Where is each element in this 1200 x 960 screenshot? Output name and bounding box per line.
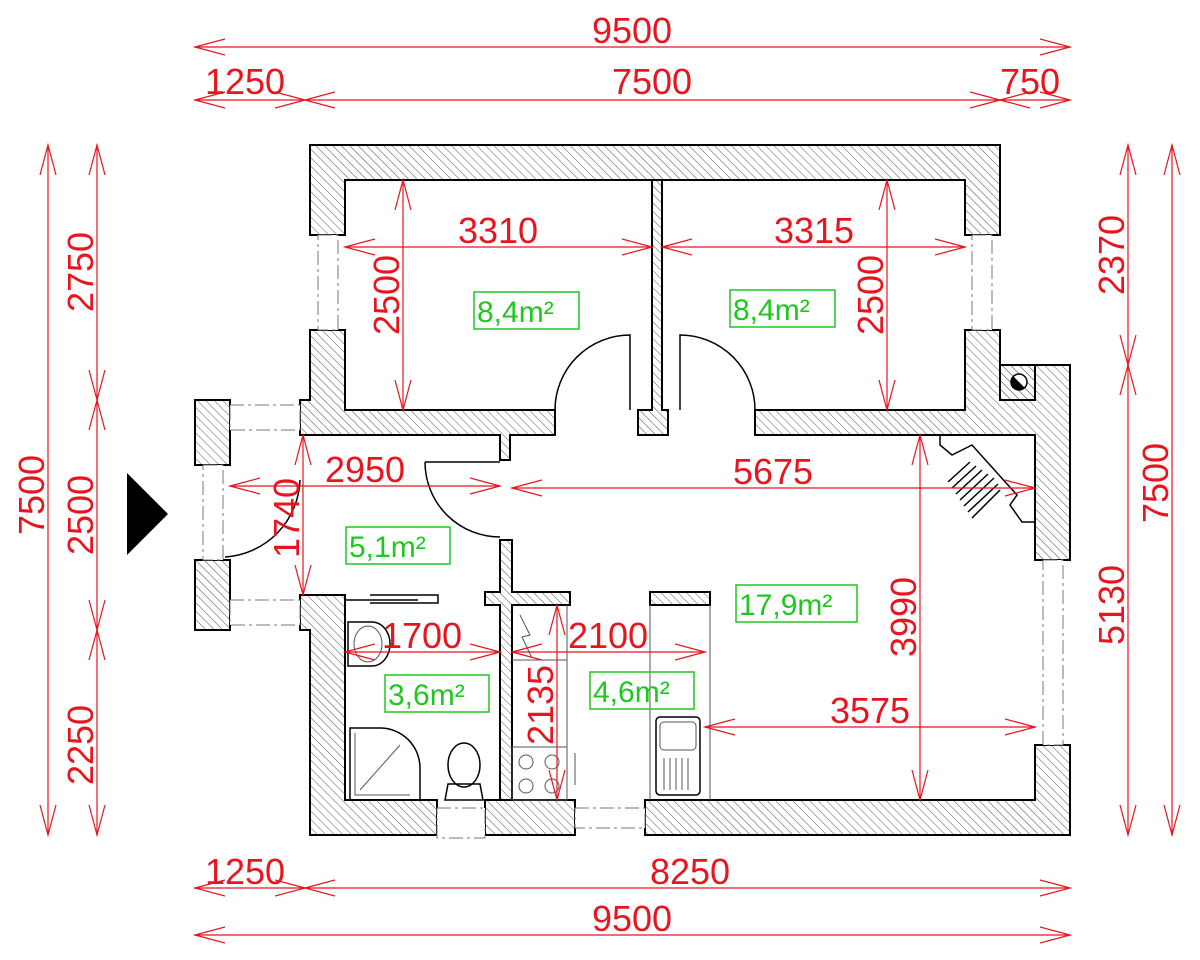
dim-room2-depth: 2500 (850, 255, 891, 335)
dim-room1-depth: 2500 (366, 255, 407, 335)
dim-top-total: 9500 (592, 10, 672, 51)
entry-side-top (229, 404, 301, 431)
window-bath (436, 807, 486, 839)
area-room2: 8,4m² (733, 294, 810, 327)
dim-living-depth: 3990 (883, 577, 924, 657)
chimney-vent-icon (1010, 373, 1028, 391)
dim-room1-width: 3310 (458, 210, 538, 251)
dim-living-width: 5675 (733, 451, 813, 492)
area-labels: 8,4m² 8,4m² 5,1m² 3,6m² 4,6m² 17,9m² (345, 289, 858, 713)
area-kitchen: 4,6m² (593, 676, 670, 709)
dim-kitchen-width: 2100 (568, 615, 648, 656)
area-bath: 3,6m² (388, 679, 465, 712)
dim-left-upper: 2750 (60, 232, 101, 312)
door-room2 (679, 334, 756, 411)
window-room2 (971, 234, 993, 331)
window-living (1042, 559, 1064, 746)
area-room1: 8,4m² (477, 296, 554, 329)
entry-block-top (194, 399, 231, 466)
shower-icon (349, 727, 421, 801)
dim-right-total: 7500 (1135, 443, 1176, 523)
entry-block-bottom (194, 559, 231, 631)
door-hall (424, 461, 501, 538)
door-room1 (554, 334, 631, 411)
entrance-arrow-icon (127, 473, 168, 555)
area-hall: 5,1m² (349, 531, 426, 564)
dim-bottom-total: 9500 (592, 898, 672, 939)
window-room1 (317, 234, 339, 331)
dim-room2-width: 3315 (774, 210, 854, 251)
dim-hall-depth: 1740 (266, 478, 307, 558)
right-lower-wall (644, 744, 1071, 836)
entry-door-frame (202, 464, 224, 561)
dim-bottom-mid: 8250 (650, 851, 730, 892)
right-upper-wall (754, 329, 1071, 561)
dim-top-right: 750 (1000, 61, 1060, 102)
dim-kitchen-depth: 2135 (520, 665, 561, 745)
dim-left-mid: 2500 (60, 475, 101, 555)
dimension-labels: 9500 1250 7500 750 7500 2750 2500 2250 2… (11, 10, 1176, 939)
dim-left-total: 7500 (11, 455, 52, 535)
kitchen-counter-wall (649, 591, 711, 606)
dim-left-lower: 2250 (60, 705, 101, 785)
entry-side-bottom (229, 599, 301, 626)
partition-stub (637, 179, 669, 436)
area-living: 17,9m² (739, 589, 832, 622)
toilet-icon (444, 742, 484, 801)
bottom-mid-wall (484, 799, 576, 836)
dim-right-lower: 5130 (1091, 565, 1132, 645)
dim-bath-width: 1700 (382, 615, 462, 656)
stairs-heater-icon (939, 435, 1035, 523)
windows (202, 234, 1064, 839)
fixtures (347, 373, 1035, 801)
dimension-lines (48, 47, 1172, 935)
dim-right-upper: 2370 (1091, 215, 1132, 295)
door-bath-sliding (345, 594, 439, 604)
window-kitchen (574, 807, 646, 829)
stove-icon (511, 746, 568, 801)
dim-top-mid: 7500 (612, 61, 692, 102)
dim-top-left: 1250 (205, 61, 285, 102)
dim-living-lower-width: 3575 (830, 690, 910, 731)
doors (224, 334, 756, 604)
left-upper-wall (299, 329, 556, 461)
dim-hall-width: 2950 (325, 449, 405, 490)
dim-bottom-left: 1250 (205, 851, 285, 892)
kitchen-sink-icon (655, 716, 701, 796)
